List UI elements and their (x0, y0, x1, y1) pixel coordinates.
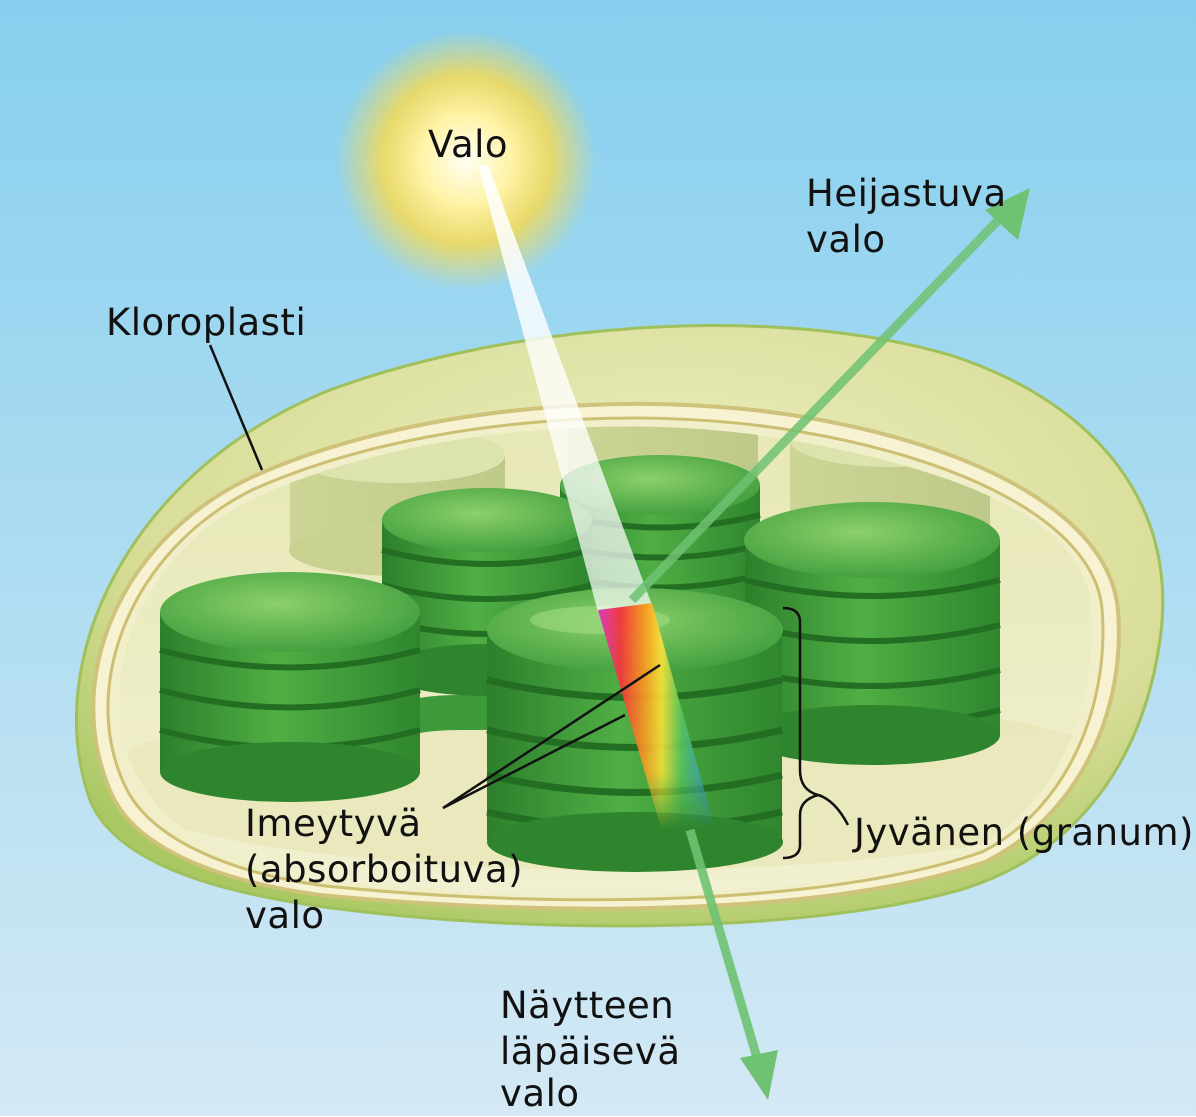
reflected-light-label-line1: Heijastuva (806, 171, 1007, 217)
transmitted-light-label-line1: Näytteen (500, 983, 674, 1029)
light-label: Valo (428, 122, 508, 168)
absorbed-light-label-line2: (absorboituva) (245, 847, 523, 893)
transmitted-light-label-line2: läpäisevä (500, 1029, 681, 1075)
absorbed-light-label-line3: valo (245, 893, 325, 939)
granum-label: Jyvänen (granum) (854, 810, 1194, 856)
chloroplast-label: Kloroplasti (106, 300, 306, 346)
absorbed-light-label-line1: Imeytyvä (245, 801, 422, 847)
reflected-light-label-line2: valo (806, 217, 886, 263)
transmitted-light-label-line3: valo (500, 1071, 580, 1117)
granum-left (160, 572, 420, 802)
